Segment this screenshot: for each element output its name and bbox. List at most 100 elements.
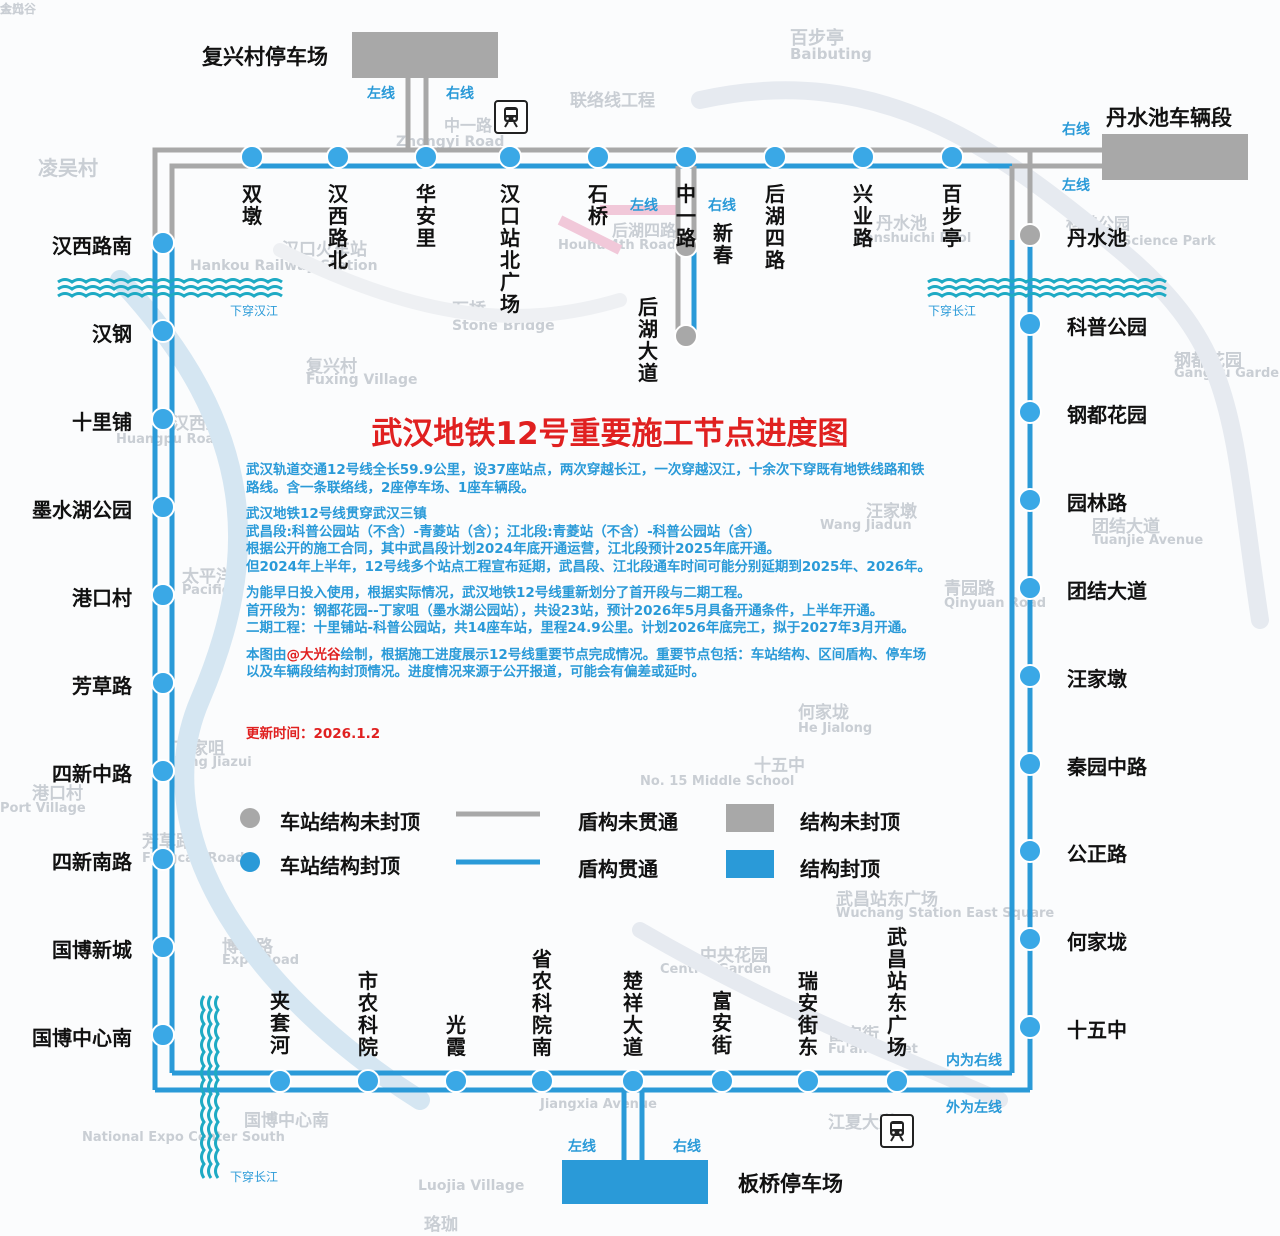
bq-left-tag: 左线 [568,1139,596,1155]
basemap-label: 中一路 [444,116,493,135]
station-dot-bottom [444,1069,468,1093]
hanjiang-river-band [57,278,283,284]
hanjiang-river-band [57,285,283,291]
bq-right-tag: 右线 [673,1139,701,1155]
station-label: 丹水池 [1067,226,1127,250]
basemap-label: 太平洋 [182,567,233,587]
changjiang-ne-river-band [927,278,1167,284]
basemap-label: 联络线工程 [570,91,655,111]
basemap-label: Pacific [182,583,230,598]
basemap-label: 金口 [0,2,25,16]
station-dot-right [1018,752,1042,776]
fuxingcun-yard-block [352,32,498,78]
station-dot-right [1018,927,1042,951]
basemap-label: No. 15 Middle School [640,774,795,789]
station-label: 汉西路北 [328,182,348,272]
desc-text: 绘制，根据施工进度展示12号线重要节点完成情况。重要节点包括：车站结构、区间盾构… [340,646,927,663]
station-dot-left [151,495,175,519]
outer-left-tag: 外为左线 [946,1100,1002,1116]
changjiang-sw-river-band [207,995,213,1179]
author-handle: @大光谷 [286,646,341,663]
description-line: 武汉轨道交通12号线全长59.9公里，设37座站点，两次穿越长江，一次穿越汉江，… [246,462,925,478]
station-dot-bottom [885,1069,909,1093]
station-label: 武昌站东广场 [887,925,907,1059]
description-line: 首开段为：钢都花园--丁家咀（墨水湖公园站），共设23站，预计2026年5月具备… [246,602,884,619]
legend-sealed-station-dot [240,852,260,872]
station-label: 百步亭 [942,182,962,250]
description-line: 以及车辆段结构封顶情况。进度情况来源于公开报道，可能会有偏差或延时。 [246,664,705,680]
station-label: 汉西路南 [52,234,132,258]
basemap-label: 中央花园 [700,946,768,966]
legend-sealed-station-label: 车站结构封顶 [280,854,400,878]
update-time: 更新时间：2026.1.2 [246,726,381,742]
station-dot-branch [674,324,698,348]
station-label: 墨水湖公园 [32,498,132,522]
basemap-label: 凌吴村 [38,156,98,180]
legend-shield-through-label: 盾构贯通 [578,857,658,881]
station-label: 十五中 [1067,1018,1127,1042]
station-dot-top [586,145,610,169]
danshuichi-depot-label: 丹水池车辆段 [1106,106,1232,130]
station-dot-left [151,847,175,871]
station-dot-top [414,145,438,169]
inner-right-tag: 内为右线 [946,1053,1002,1069]
station-label: 富安街 [712,989,732,1057]
station-dot-top [326,145,350,169]
station-dot-bottom [621,1069,645,1093]
station-label: 后湖大道 [638,295,658,385]
basemap-label: 武昌站东广场 [836,890,938,910]
station-dot-bottom [268,1069,292,1093]
station-label: 园林路 [1067,491,1127,515]
basemap-label: 后湖四路 [612,221,677,240]
station-dot-top [498,145,522,169]
station-label: 汉口站北广场 [500,182,520,316]
station-dot-left [151,759,175,783]
changjiang-sw-crossing-label: 下穿长江 [230,1170,279,1184]
description-line: 但2024年上半年，12号线多个站点工程宣布延期，武昌段、江北段通车时间可能分别… [246,558,932,575]
station-dot-left [151,407,175,431]
changjiang-ne-crossing-label: 下穿长江 [928,304,977,318]
basemap-label: Tuanjie Avenue [1092,533,1204,548]
station-dot-right [1018,223,1042,247]
station-label: 省农科院南 [532,947,552,1059]
station-label: 瑞安街东 [798,969,818,1059]
station-dot-top [674,145,698,169]
top-inner-gray-track [169,163,250,240]
hanjiang-crossing-label: 下穿汉江 [230,304,279,318]
fx-right-tag: 右线 [446,86,474,102]
station-label: 后湖四路 [765,182,785,272]
basemap-line [632,922,1008,1108]
banqiao-yard-label: 板桥停车场 [738,1172,843,1196]
basemap-label: Science Park [1122,234,1216,249]
fx-left-tag: 左线 [367,86,395,102]
station-label: 石桥 [588,182,608,228]
station-dot-top [763,145,787,169]
station-dot-right [1018,839,1042,863]
basemap-label: 珞珈 [424,1215,458,1235]
basemap-label: Wang Jiadun [820,518,912,533]
station-label: 夹套河 [270,989,290,1057]
legend-blue-block [726,850,774,878]
basemap-label: 港口村 [32,784,83,804]
station-label: 楚祥大道 [623,969,643,1059]
station-label: 港口村 [72,586,132,610]
legend-unsealed-station-dot [240,808,260,828]
basemap-label: He Jialong [798,721,873,736]
description-line: 二期工程：十里铺站-科普公园站，共14座车站，里程24.9公里。计划2026年底… [246,620,915,636]
basemap-label: National Expo Center South [82,1130,285,1145]
basemap-label: Gangdu Garden [1174,366,1280,381]
station-label: 汉钢 [92,322,132,346]
basemap-label: Danshuichi Pool [854,231,972,246]
station-dot-right [1018,400,1042,424]
station-label: 公正路 [1067,842,1127,866]
desc-text: 本图由 [246,646,287,663]
basemap-label: 国博中心南 [244,1111,329,1131]
station-label: 光霞 [446,1013,466,1059]
station-label: 秦园中路 [1067,755,1147,779]
legend-gray-block [726,804,774,832]
station-label: 钢都花园 [1067,403,1147,427]
basemap-label: Wuchang Station East Square [836,906,1055,921]
train-icon [880,1114,914,1148]
station-dot-left [151,583,175,607]
